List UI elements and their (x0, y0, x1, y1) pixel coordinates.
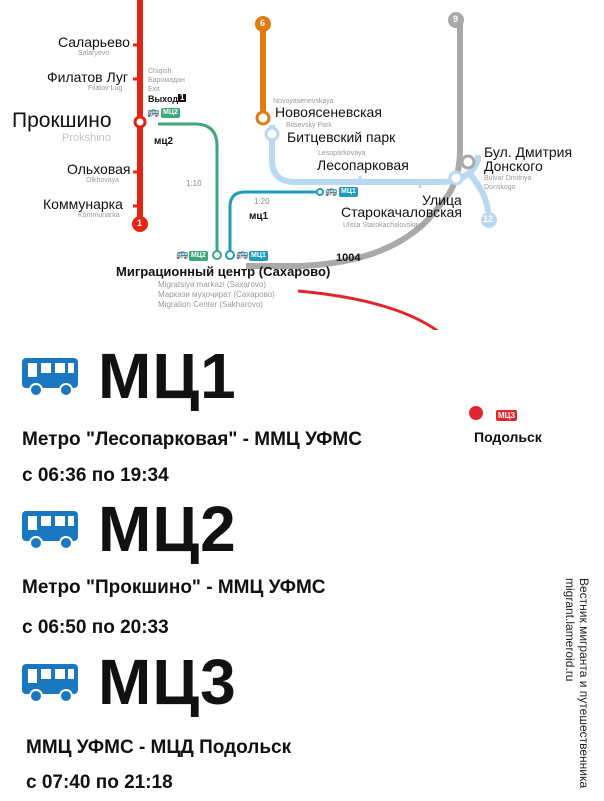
line-circle-grey (448, 12, 464, 28)
bus-1004-label: 1004 (336, 252, 361, 264)
station-starokachalovskaya-latin: Ulitsa Starokachalovskaya (343, 222, 426, 229)
route-code-mc1: МЦ1 (98, 340, 237, 412)
station-lesoparkovaya-latin: Lesoparkovaya (318, 150, 366, 157)
route-header-mc2: МЦ2 (20, 497, 237, 561)
bus-icon (22, 511, 78, 550)
credit-vertical: Вестник мигранта и путешественника migra… (562, 578, 591, 789)
station-bitsevsky-latin: Bitsevsky Park (286, 122, 332, 129)
badge-mc3-podolsk: МЦ3 (496, 410, 517, 421)
route-mc1-time: 1:20 (254, 197, 270, 206)
station-salaryevo: Саларьево (58, 34, 130, 50)
badge-mc1-center: МЦ1 (249, 251, 268, 261)
map-lines (132, 0, 497, 411)
route-desc-mc2: Метро "Прокшино" - ММЦ УФМС (22, 577, 326, 598)
migration-center-uz: Migratsiya markazi (Saxarovo) (158, 280, 267, 289)
badge-mc1-lesoparkovaya: МЦ1 (339, 187, 358, 197)
station-donskogo-latin-2: Donskogo (484, 184, 516, 191)
route-mc1 (228, 190, 320, 253)
line-grey (246, 18, 463, 269)
route-mc1-label: мц1 (249, 211, 269, 222)
route-block-mc2: МЦ2 (20, 497, 237, 561)
route-mc2 (158, 122, 219, 253)
line-circle-red (132, 216, 148, 232)
bus-icon (22, 358, 78, 397)
station-novoyasenevskaya: Новоясеневская (275, 104, 382, 120)
station-salaryevo-latin: Salaryevo (78, 50, 110, 57)
line-number-blue: 12 (483, 214, 494, 224)
credit-line1: Вестник мигранта и путешественника (577, 578, 591, 789)
station-starokachalovskaya-line1: Улица (422, 192, 462, 208)
migration-center-en: Migration Center (Sakharovo) (158, 300, 263, 309)
station-prokshino-latin: Prokshino (62, 132, 111, 144)
station-kommunarka: Коммунарка (43, 196, 123, 212)
station-lesoparkovaya: Лесопарковая (317, 157, 409, 173)
line-number-red: 1 (137, 218, 143, 228)
station-olkhovaya: Ольховая (67, 161, 131, 177)
route-code-mc2: МЦ2 (98, 493, 237, 565)
bus-small-icon-mc1: 🚌 (325, 186, 338, 197)
station-novoyasenevskaya-latin: Novoyasenevskaya (273, 98, 334, 105)
badge-mc2-prokshino: МЦ2 (161, 108, 180, 118)
station-donskogo-latin-1: Bulvar Dmitriya (484, 175, 532, 182)
route-block-mc3: МЦ3 (20, 650, 237, 714)
exit-latin-3: Exit (148, 86, 160, 93)
badge-mc2-center: МЦ2 (189, 251, 208, 261)
route-hours-mc1: с 06:36 по 19:34 (22, 465, 169, 486)
route-code-mc3: МЦ3 (98, 646, 237, 718)
line-circle-orange (255, 16, 271, 32)
station-filatov-lug-latin: Filatov Lug (88, 85, 123, 92)
station-prokshino: Прокшино (12, 109, 112, 132)
route-block-mc1: МЦ1 (20, 344, 237, 408)
bus-small-icon: 🚌 (147, 107, 160, 118)
exit-latin-1: Chiqish (148, 68, 172, 75)
line-blue (269, 125, 481, 185)
station-olkhovaya-latin: Olkhovaya (86, 177, 120, 184)
line-number-orange: 6 (260, 18, 266, 28)
exit-label: Выход (148, 94, 179, 104)
station-donskogo-line1: Бул. Дмитрия (484, 144, 573, 160)
station-kommunarka-latin: Kommunarka (78, 212, 120, 219)
line-number-grey: 9 (453, 14, 459, 24)
migration-center-name: Миграционный центр (Сахарово) (116, 264, 331, 279)
route-hours-mc2: с 06:50 по 20:33 (22, 617, 169, 638)
podolsk-label: Подольск (474, 429, 542, 445)
exit-latin-2: Баромадан (148, 77, 185, 84)
route-desc-mc1: Метро "Лесопарковая" - ММЦ УФМС (22, 429, 362, 450)
line-circle-blue (481, 212, 497, 228)
exit-number: 1 (178, 93, 187, 102)
route-header-mc3: МЦ3 (20, 650, 237, 714)
migration-center-tj: Маркази муҳоҷират (Сахарово) (158, 290, 275, 299)
station-starokachalovskaya-line2: Старокачаловская (341, 204, 462, 220)
route-mc2-time: 1:10 (186, 179, 202, 188)
credit-line2: migrant.lameroid.ru (563, 578, 578, 682)
route-header-mc1: МЦ1 (20, 344, 237, 408)
station-donskogo-line2: Донского (484, 158, 543, 174)
bus-small-icon-center-1: 🚌 (176, 249, 189, 260)
route-hours-mc3: с 07:40 по 21:18 (26, 772, 173, 793)
route-mc3 (297, 289, 476, 411)
metro-map: 1 6 9 12 Саларьево Salaryevo Филатов Луг… (0, 0, 604, 411)
bus-icon (22, 664, 78, 703)
bus-small-icon-center-2: 🚌 (236, 249, 249, 260)
station-bitsevsky: Битцевский парк (287, 129, 396, 145)
route-desc-mc3: ММЦ УФМС - МЦД Подольск (26, 737, 292, 758)
route-mc2-label: мц2 (154, 136, 174, 147)
podolsk-marker (469, 406, 483, 420)
station-filatov-lug: Филатов Луг (47, 69, 128, 85)
